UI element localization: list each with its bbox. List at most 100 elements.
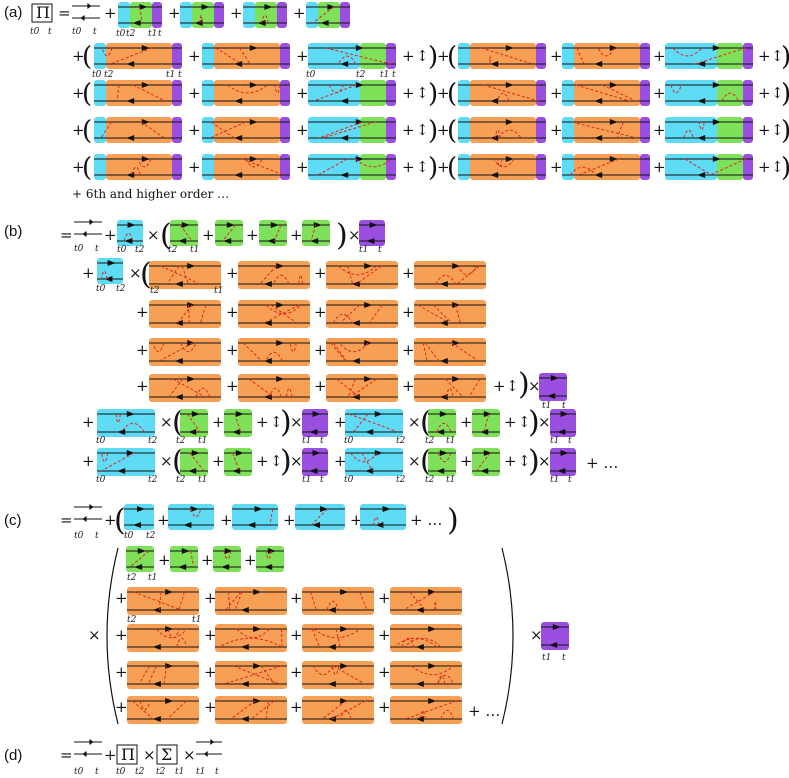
time-tick-label: t1 — [148, 573, 157, 583]
diagram-box — [414, 300, 486, 328]
panel-label-a: (a) — [4, 4, 22, 21]
diagram-box — [360, 504, 406, 530]
time-tick-label: t0 — [116, 767, 126, 777]
equals-sign: = — [58, 4, 71, 22]
plus-operator: + — [504, 452, 517, 470]
plus-operator: + — [493, 377, 506, 395]
time-tick-label: t1 — [359, 245, 368, 255]
right-paren: ) — [428, 153, 438, 183]
time-tick-label: t — [320, 475, 324, 485]
time-tick-label: t0 — [344, 436, 354, 446]
time-tick-label: t2 — [156, 767, 166, 777]
plus-operator: + — [290, 589, 303, 607]
plus-operator: + — [314, 264, 327, 282]
time-tick-label: t2 — [127, 615, 137, 625]
plus-operator: + — [290, 626, 303, 644]
diagram-box — [302, 409, 328, 437]
diagram-box — [295, 504, 345, 530]
time-tick-label: t — [93, 27, 97, 37]
time-tick-label: t — [48, 27, 52, 37]
plus-operator: + — [256, 413, 269, 431]
plus-operator: + — [290, 698, 303, 716]
times-operator: × — [183, 746, 196, 764]
plus-operator: + — [201, 551, 214, 569]
plus-operator: + — [158, 551, 171, 569]
left-paren: ( — [82, 42, 92, 72]
right-paren: ) — [280, 444, 292, 479]
diagram-box — [302, 696, 374, 724]
plus-operator: + — [136, 303, 149, 321]
times-operator: × — [348, 226, 361, 244]
time-tick-label: t1 — [446, 475, 455, 485]
times-operator: × — [129, 264, 142, 282]
times-operator: × — [147, 226, 160, 244]
higher-order-note: + 6th and higher order … — [72, 187, 229, 201]
updown-arrow-icon: ↕ — [518, 452, 531, 470]
time-tick-label: t — [562, 653, 566, 663]
time-tick-label: t — [158, 29, 162, 39]
updown-arrow-icon: ↕ — [270, 413, 283, 431]
sigma-symbol: Σ — [161, 745, 172, 764]
diagram-box — [202, 154, 290, 180]
diagram-box — [127, 696, 199, 724]
plus-operator: + — [293, 4, 306, 22]
time-tick-label: t1 — [192, 615, 201, 625]
pi-symbol: Π — [36, 3, 50, 22]
time-tick-label: t1 — [148, 29, 157, 39]
left-paren: ( — [114, 503, 126, 538]
updown-arrow-icon: ↕ — [771, 84, 784, 102]
plus-operator: + — [72, 121, 85, 139]
time-tick-label: t1 — [550, 475, 559, 485]
time-tick-label: t0 — [92, 70, 102, 80]
plus-operator: + — [168, 4, 181, 22]
diagram-box — [562, 154, 650, 180]
time-tick-label: t2 — [425, 436, 435, 446]
diagram-box — [94, 43, 182, 69]
time-tick-label: t — [562, 401, 566, 411]
plus-operator: + — [136, 341, 149, 359]
plus-operator: + — [334, 452, 347, 470]
diagram-box — [414, 261, 486, 289]
time-tick-label: t1 — [198, 475, 207, 485]
plus-operator: + — [402, 158, 415, 176]
updown-arrow-icon: ↕ — [416, 47, 429, 65]
diagram-box — [326, 338, 398, 366]
equals-sign: = — [60, 746, 73, 764]
plus-operator: + — [220, 511, 233, 529]
diagram-box — [302, 448, 328, 476]
panel-label-d: (d) — [4, 747, 22, 764]
times-operator: × — [408, 413, 421, 431]
updown-arrow-icon: ↕ — [771, 47, 784, 65]
times-operator: × — [538, 413, 551, 431]
left-paren: ( — [447, 116, 457, 146]
time-tick-label: t2 — [396, 436, 406, 446]
time-tick-label: t0 — [116, 29, 126, 39]
diagram-box — [94, 154, 182, 180]
plus-operator: + — [758, 158, 771, 176]
plus-operator: + — [72, 158, 85, 176]
diagram-box — [308, 80, 396, 106]
plus-operator: + — [115, 698, 128, 716]
time-tick-label: t2 — [148, 475, 158, 485]
bare-propagator — [72, 3, 100, 21]
panel-label-c: (c) — [4, 512, 22, 529]
diagram-box — [238, 300, 310, 328]
diagram-box — [259, 220, 287, 246]
plus-operator: + — [437, 121, 450, 139]
right-paren: ) — [428, 79, 438, 109]
diagram-box — [326, 261, 398, 289]
time-tick-label: t2 — [135, 767, 145, 777]
diagram-box — [326, 374, 398, 402]
left-paren: ( — [447, 153, 457, 183]
diagram-box — [224, 409, 252, 437]
plus-operator: + — [378, 663, 391, 681]
right-paren: ) — [428, 116, 438, 146]
plus-operator: + — [758, 121, 771, 139]
diagram-box — [238, 338, 310, 366]
left-paren: ( — [140, 257, 152, 292]
plus-operator: + — [314, 341, 327, 359]
diagram-box — [562, 80, 650, 106]
diagram-box — [390, 661, 462, 689]
plus-operator: + — [204, 663, 217, 681]
time-tick-label: t2 — [116, 284, 126, 294]
